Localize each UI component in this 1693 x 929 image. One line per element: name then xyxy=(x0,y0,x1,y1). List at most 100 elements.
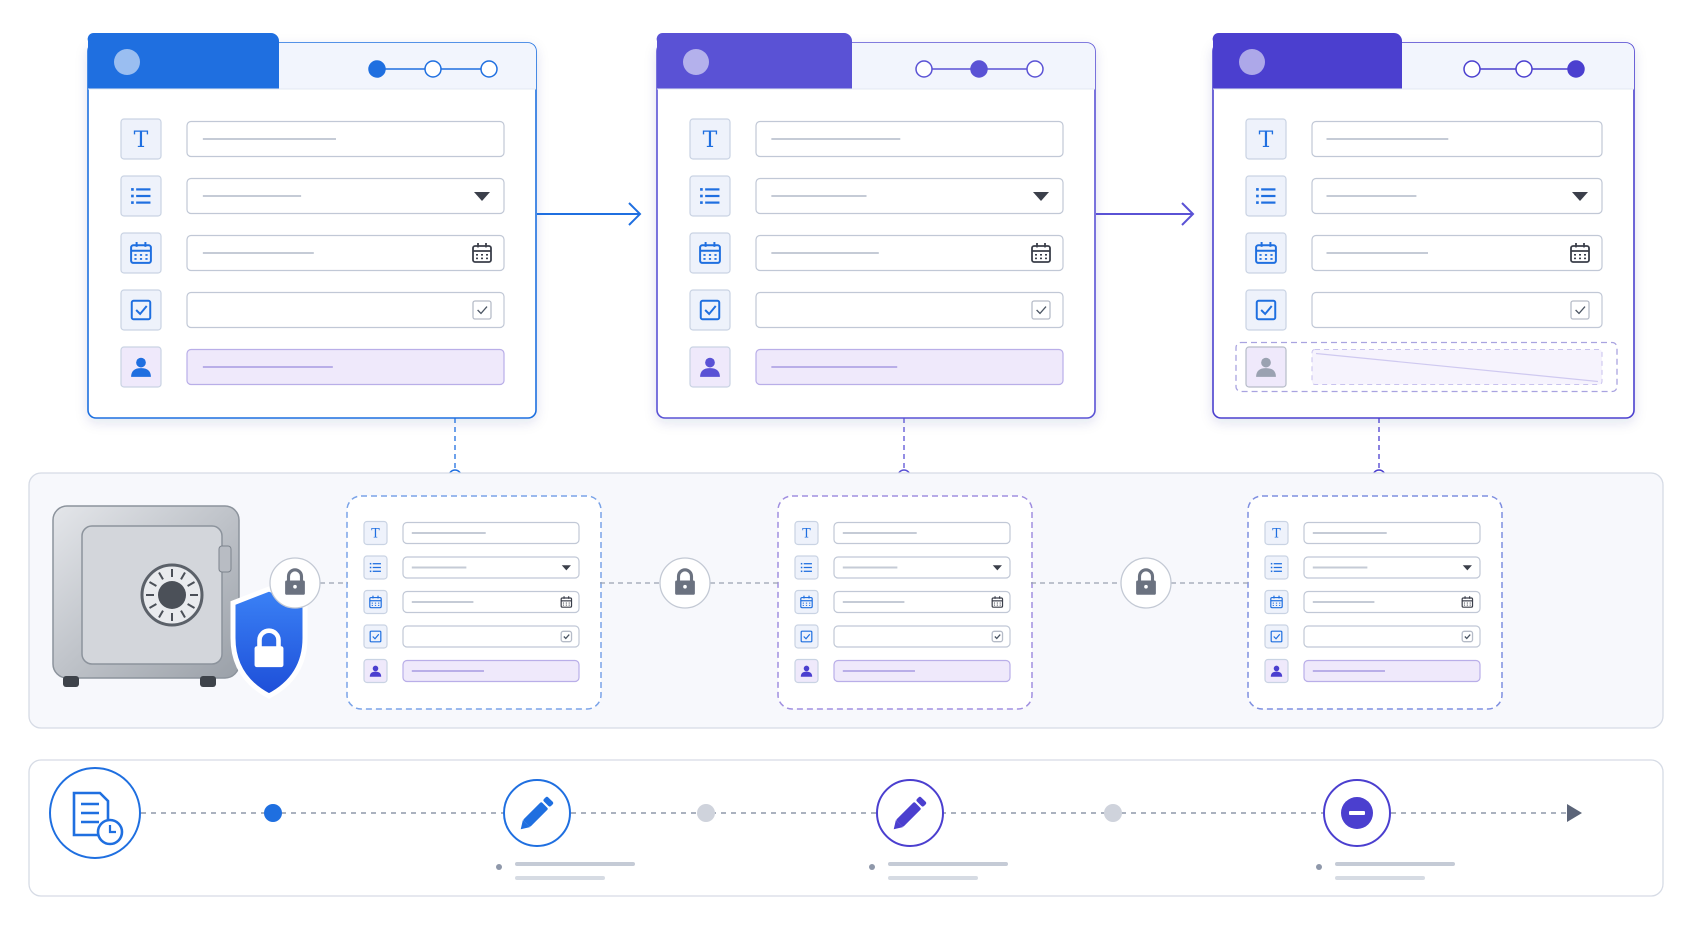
text-icon: T xyxy=(703,128,718,153)
text-icon: T xyxy=(1259,128,1274,153)
form-row xyxy=(794,589,1011,615)
arrow-head-icon xyxy=(1567,804,1582,822)
user-field xyxy=(755,348,1064,386)
removed-field-outline xyxy=(1235,341,1618,393)
input-field xyxy=(402,521,580,545)
checkbox-icon xyxy=(1255,299,1277,321)
shield-lock-icon xyxy=(230,586,308,699)
field-icon-box xyxy=(1245,289,1287,331)
field-icon-box xyxy=(363,624,388,649)
chevron-down-icon xyxy=(1572,192,1588,201)
calendar-icon xyxy=(1031,243,1051,263)
list-icon xyxy=(131,188,151,204)
form-version-3: T xyxy=(1212,32,1635,483)
checkmark-icon xyxy=(1570,300,1590,320)
safe-icon xyxy=(52,505,240,687)
user-icon xyxy=(131,357,151,377)
form-row xyxy=(689,346,1064,388)
user-icon xyxy=(369,665,382,677)
form-snapshot: T xyxy=(346,495,602,710)
checkmark-icon xyxy=(472,300,492,320)
pencil-icon xyxy=(893,796,927,830)
version-tab xyxy=(1212,32,1402,89)
form-row xyxy=(1264,624,1481,649)
field-icon-box xyxy=(1245,232,1287,274)
input-field xyxy=(1303,625,1481,648)
calendar-icon xyxy=(560,596,573,608)
form-row xyxy=(689,175,1064,217)
checkbox-icon xyxy=(1270,630,1283,643)
calendar-icon xyxy=(1270,595,1283,609)
input-field xyxy=(833,625,1011,648)
input-field xyxy=(1303,521,1481,545)
form-row: T xyxy=(794,520,1011,546)
form-row: T xyxy=(1245,118,1603,160)
user-icon xyxy=(1256,357,1276,377)
user-icon xyxy=(1270,665,1283,677)
text-icon: T xyxy=(371,526,380,541)
event-caption xyxy=(496,862,635,880)
calendar-icon xyxy=(699,242,721,264)
form-snapshot: T xyxy=(777,495,1033,710)
field-icon-box xyxy=(794,624,819,649)
lock-icon xyxy=(285,568,305,595)
form-row xyxy=(1264,658,1481,684)
calendar-icon xyxy=(800,595,813,609)
input-field xyxy=(1303,556,1481,579)
checkmark-icon xyxy=(560,630,573,643)
input-field xyxy=(833,556,1011,579)
event-caption xyxy=(869,862,1008,880)
user-field xyxy=(402,659,580,683)
snapshot-link xyxy=(600,557,778,609)
field-icon-box xyxy=(1245,118,1287,160)
field-icon-box xyxy=(120,289,162,331)
list-icon xyxy=(700,188,720,204)
step-dot xyxy=(915,60,933,78)
list-icon xyxy=(1270,562,1282,573)
form-row xyxy=(689,289,1064,331)
input-field xyxy=(755,234,1064,272)
input-field xyxy=(1311,234,1603,272)
form-row xyxy=(1235,341,1618,393)
timeline-dot xyxy=(1104,804,1122,822)
calendar-icon xyxy=(1255,242,1277,264)
checkmark-icon xyxy=(1031,300,1051,320)
form-row: T xyxy=(1264,520,1481,546)
field-icon-box xyxy=(794,520,819,546)
field-icon-box xyxy=(794,589,819,615)
flow-arrow xyxy=(537,202,642,226)
input-field xyxy=(833,590,1011,614)
calendar-icon xyxy=(991,596,1004,608)
chevron-down-icon xyxy=(474,192,490,201)
form-row xyxy=(1245,289,1603,331)
timeline-event xyxy=(503,779,571,847)
form-row xyxy=(363,624,580,649)
form-row xyxy=(1245,232,1603,274)
text-icon: T xyxy=(134,128,149,153)
input-field xyxy=(402,590,580,614)
input-field xyxy=(1311,120,1603,158)
minus-circle-icon xyxy=(1341,797,1373,829)
timeline-dot xyxy=(264,804,282,822)
calendar-icon xyxy=(1461,596,1474,608)
calendar-icon xyxy=(369,595,382,609)
checkbox-icon xyxy=(699,299,721,321)
input-field xyxy=(402,625,580,648)
step-dot xyxy=(480,60,498,78)
pencil-icon xyxy=(520,796,554,830)
checkmark-icon xyxy=(991,630,1004,643)
form-row xyxy=(363,589,580,615)
form-row xyxy=(794,624,1011,649)
avatar-dot xyxy=(683,49,709,75)
field-icon-box xyxy=(689,118,731,160)
form-row xyxy=(794,658,1011,684)
field-icon-box xyxy=(363,589,388,615)
form-version-2: T xyxy=(656,32,1096,483)
user-field xyxy=(186,348,505,386)
form-row xyxy=(120,346,505,388)
user-field xyxy=(833,659,1011,683)
step-dot-active xyxy=(970,60,988,78)
calendar-icon xyxy=(1570,243,1590,263)
input-field xyxy=(1311,291,1603,329)
